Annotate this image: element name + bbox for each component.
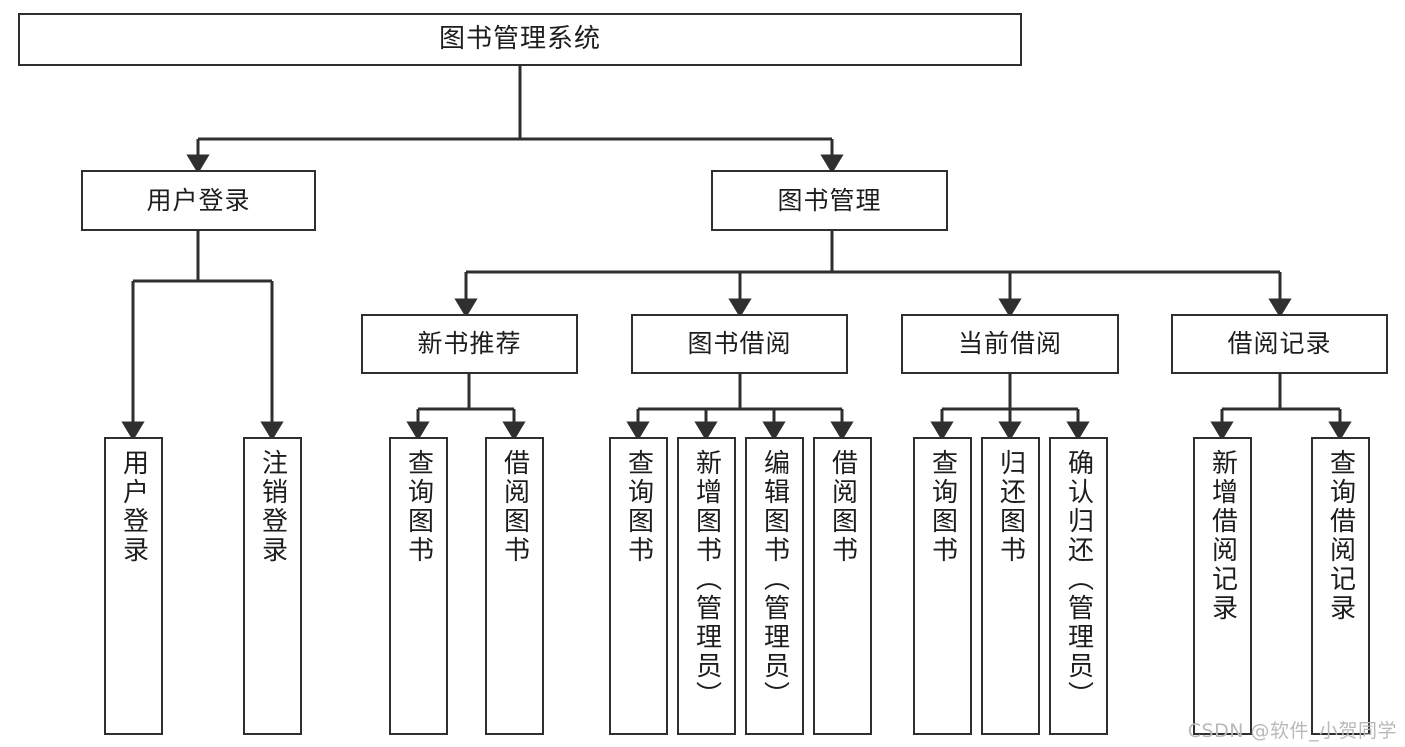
leaf-current-confirm-return[interactable]: 确认归还（管理员） bbox=[1049, 437, 1108, 735]
leaf-newbook-borrow-book[interactable]: 借阅图书 bbox=[485, 437, 544, 735]
node-user-login[interactable]: 用户登录 bbox=[81, 170, 316, 231]
leaf-bookborrow-add-book-label: 新增图书（管理员） bbox=[691, 449, 722, 710]
leaf-current-return-book-label: 归还图书 bbox=[995, 449, 1026, 565]
leaf-record-add-record[interactable]: 新增借阅记录 bbox=[1193, 437, 1252, 735]
leaf-newbook-query-book[interactable]: 查询图书 bbox=[389, 437, 448, 735]
leaf-bookborrow-borrow-book-label: 借阅图书 bbox=[827, 449, 858, 565]
leaf-user-login[interactable]: 用户登录 bbox=[104, 437, 163, 735]
node-book-borrow[interactable]: 图书借阅 bbox=[631, 314, 848, 374]
node-borrow-record-label: 借阅记录 bbox=[1227, 329, 1332, 359]
leaf-record-query-record-label: 查询借阅记录 bbox=[1325, 449, 1356, 623]
leaf-record-add-record-label: 新增借阅记录 bbox=[1207, 449, 1238, 623]
leaf-bookborrow-edit-book-label: 编辑图书（管理员） bbox=[759, 449, 790, 710]
node-user-login-label: 用户登录 bbox=[146, 185, 251, 215]
leaf-bookborrow-borrow-book[interactable]: 借阅图书 bbox=[813, 437, 872, 735]
leaf-current-return-book[interactable]: 归还图书 bbox=[981, 437, 1040, 735]
node-current-borrow-label: 当前借阅 bbox=[957, 329, 1062, 359]
node-new-book-recommend[interactable]: 新书推荐 bbox=[361, 314, 578, 374]
node-current-borrow[interactable]: 当前借阅 bbox=[901, 314, 1119, 374]
leaf-user-logout[interactable]: 注销登录 bbox=[243, 437, 302, 735]
leaf-current-confirm-return-label: 确认归还（管理员） bbox=[1063, 449, 1094, 710]
leaf-bookborrow-query-book-label: 查询图书 bbox=[623, 449, 654, 565]
leaf-bookborrow-add-book[interactable]: 新增图书（管理员） bbox=[677, 437, 736, 735]
leaf-user-login-label: 用户登录 bbox=[118, 449, 149, 565]
node-book-borrow-label: 图书借阅 bbox=[687, 329, 792, 359]
leaf-user-logout-label: 注销登录 bbox=[257, 449, 288, 565]
csdn-watermark: CSDN @软件_小贺同学 bbox=[1187, 720, 1397, 742]
node-book-management-label: 图书管理 bbox=[777, 185, 882, 215]
leaf-bookborrow-query-book[interactable]: 查询图书 bbox=[609, 437, 668, 735]
leaf-bookborrow-edit-book[interactable]: 编辑图书（管理员） bbox=[745, 437, 804, 735]
node-book-management[interactable]: 图书管理 bbox=[711, 170, 948, 231]
node-new-book-recommend-label: 新书推荐 bbox=[417, 329, 522, 359]
leaf-current-query-book-label: 查询图书 bbox=[927, 449, 958, 565]
leaf-newbook-query-book-label: 查询图书 bbox=[403, 449, 434, 565]
node-root-label: 图书管理系统 bbox=[438, 24, 601, 55]
leaf-current-query-book[interactable]: 查询图书 bbox=[913, 437, 972, 735]
leaf-newbook-borrow-book-label: 借阅图书 bbox=[499, 449, 530, 565]
node-borrow-record[interactable]: 借阅记录 bbox=[1171, 314, 1388, 374]
leaf-record-query-record[interactable]: 查询借阅记录 bbox=[1311, 437, 1370, 735]
node-root-book-management-system[interactable]: 图书管理系统 bbox=[18, 13, 1022, 66]
